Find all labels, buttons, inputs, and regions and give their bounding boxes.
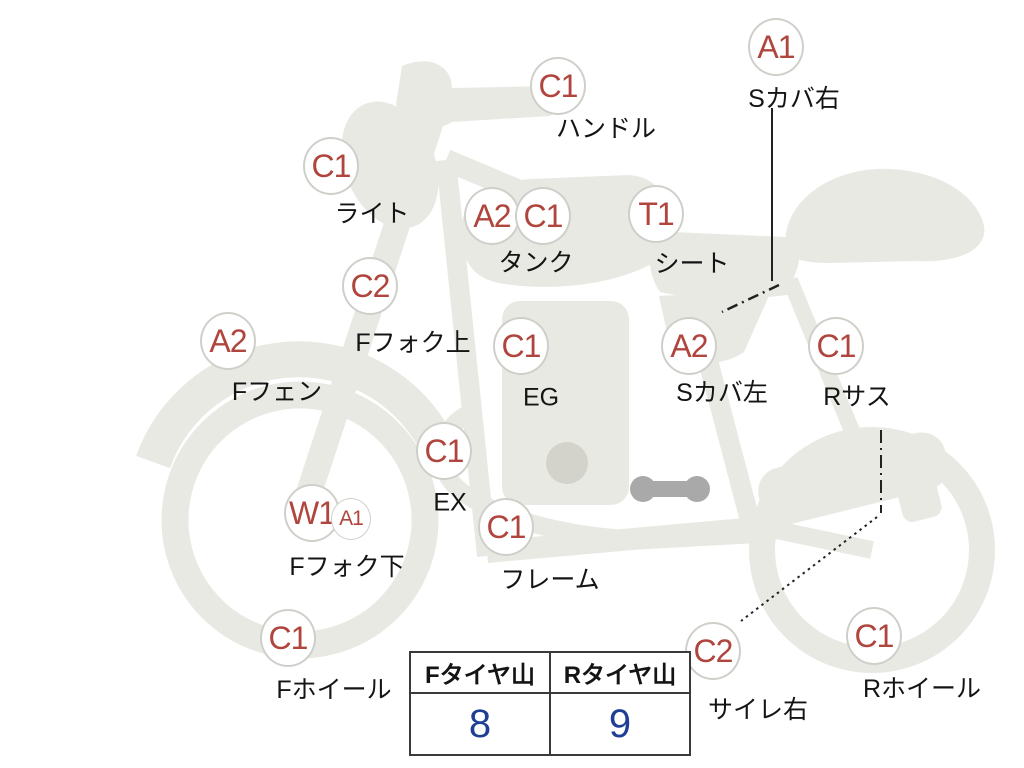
badge-tank-2: C1	[515, 187, 571, 245]
condition-code: C2	[693, 632, 734, 669]
front-fender-shape	[136, 341, 457, 469]
label-handlebar: ハンドル	[555, 115, 657, 143]
badge-r-wheel: C1	[846, 607, 902, 665]
tire-table-header-row: Fタイヤ山 Rタイヤ山	[409, 651, 691, 694]
handlebar-shape	[396, 61, 560, 129]
badge-f-fork-upper: C2	[342, 257, 398, 315]
condition-code: A2	[670, 327, 708, 364]
badge-frame: C1	[478, 498, 534, 556]
label-r-suspension: Rサス	[823, 383, 891, 411]
tire-tread-table: Fタイヤ山 Rタイヤ山 8 9	[409, 651, 691, 756]
label-f-fork-upper: Fフォク上	[355, 329, 471, 357]
engine-detail-shape	[546, 442, 588, 484]
label-engine: EG	[522, 383, 560, 412]
f-tire-value: 8	[409, 692, 551, 756]
condition-code: T1	[638, 195, 674, 232]
label-exhaust: EX	[433, 488, 467, 517]
label-s-cover-left: Sカバ左	[676, 379, 768, 407]
badge-r-suspension: C1	[808, 317, 864, 375]
condition-code: C1	[523, 197, 564, 234]
footpeg-shape	[630, 476, 710, 502]
condition-code: W1	[289, 494, 336, 531]
condition-code: C1	[816, 327, 857, 364]
badge-s-cover-left: A2	[661, 317, 717, 375]
label-f-fender: Fフェン	[231, 378, 323, 406]
connector-silencer-dotted	[740, 516, 878, 622]
rear-bracket-shape	[894, 466, 942, 522]
label-f-wheel: Fホイール	[276, 676, 392, 704]
badge-light: C1	[303, 137, 359, 195]
badge-exhaust: C1	[416, 422, 472, 480]
condition-code: A1	[757, 28, 795, 65]
condition-code: A2	[473, 197, 511, 234]
badge-s-cover-right: A1	[748, 18, 804, 76]
condition-code: C1	[486, 508, 527, 545]
badge-tank-1: A2	[464, 187, 520, 245]
headlight-shape	[341, 101, 439, 229]
badge-f-fork-lower-1: W1	[284, 484, 340, 542]
connector-lines	[721, 108, 882, 622]
condition-code: A2	[209, 322, 247, 359]
badge-engine: C1	[493, 317, 549, 375]
rear-frame-shape	[782, 276, 876, 474]
badge-f-wheel: C1	[260, 609, 316, 667]
badge-f-fork-lower-2: A1	[331, 498, 371, 540]
label-silencer-right: サイレ右	[707, 696, 809, 724]
label-f-fork-lower: Fフォク下	[289, 553, 405, 581]
badge-seat: T1	[628, 185, 684, 243]
label-frame: フレーム	[500, 566, 600, 594]
condition-code: C1	[424, 432, 465, 469]
badge-silencer-right: C2	[685, 622, 741, 680]
badge-f-fender: A2	[200, 312, 256, 370]
seat-shape	[648, 231, 799, 299]
label-light: ライト	[334, 200, 410, 228]
tail-shape	[785, 168, 985, 263]
r-tire-value: 9	[549, 692, 691, 756]
condition-code: C1	[268, 619, 309, 656]
condition-code: C1	[538, 67, 579, 104]
label-seat: シート	[654, 250, 730, 278]
r-tire-header: Rタイヤ山	[549, 651, 691, 694]
condition-code: C1	[501, 327, 542, 364]
condition-code: C1	[311, 147, 352, 184]
label-r-wheel: Rホイール	[862, 675, 982, 703]
label-tank: タンク	[498, 249, 574, 277]
tire-table-value-row: 8 9	[409, 692, 691, 756]
label-s-cover-right: Sカバ右	[748, 85, 840, 113]
connector-scover-right-dashdot	[721, 283, 780, 314]
rear-suspension-shape	[758, 432, 949, 525]
swingarm-shape	[746, 515, 874, 559]
f-tire-header: Fタイヤ山	[409, 651, 551, 694]
condition-code: C1	[854, 617, 895, 654]
frame-down-tube-shape	[436, 158, 497, 558]
condition-code: C2	[350, 267, 391, 304]
condition-code: A1	[339, 507, 364, 530]
badge-handlebar: C1	[530, 57, 586, 115]
